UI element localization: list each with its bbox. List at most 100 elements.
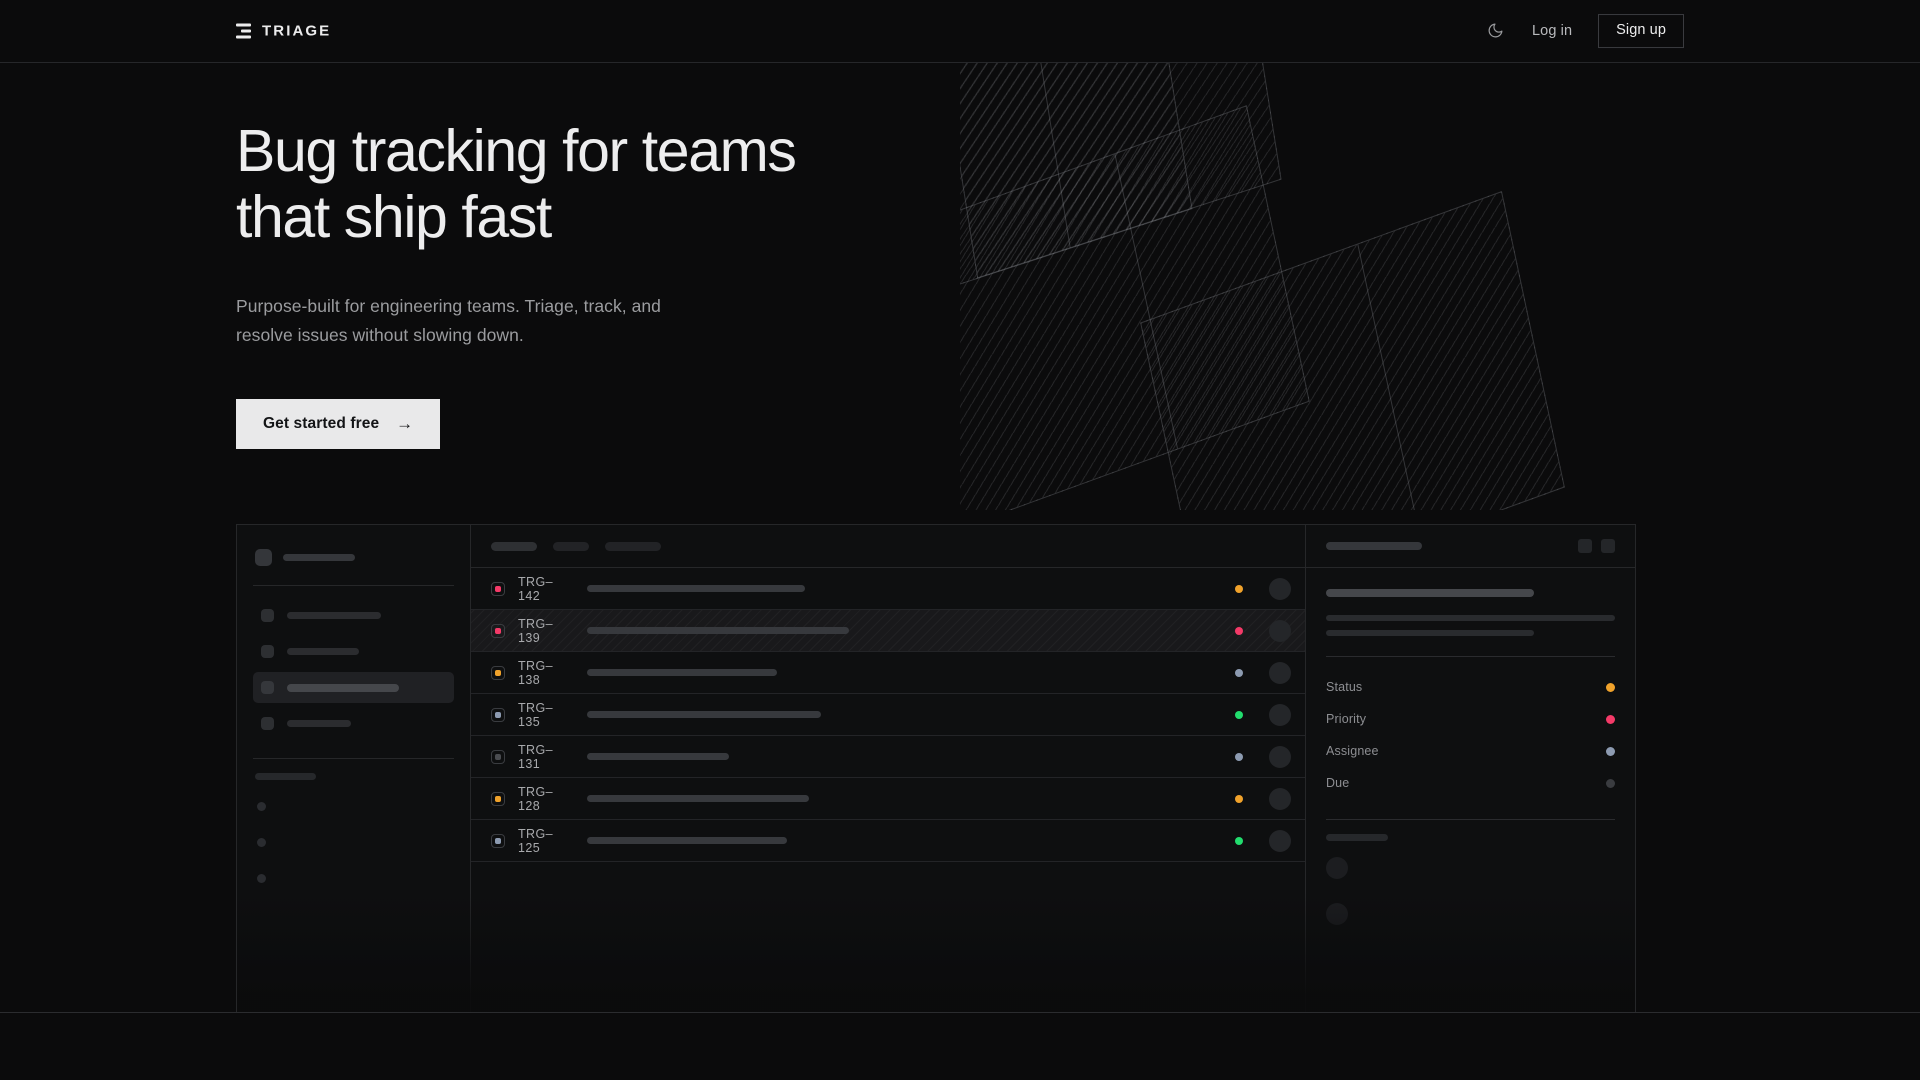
issue-id: TRG–138 bbox=[518, 659, 574, 687]
login-link[interactable]: Log in bbox=[1532, 23, 1572, 39]
status-dot bbox=[1235, 795, 1243, 803]
sidebar-item-icon bbox=[261, 609, 274, 622]
issue-row[interactable]: TRG–125 bbox=[471, 820, 1305, 862]
assignee-avatar[interactable] bbox=[1269, 578, 1291, 600]
detail-fields: StatusPriorityAssigneeDue bbox=[1326, 671, 1615, 799]
site-header: TRIAGE Log in Sign up bbox=[0, 0, 1920, 63]
mockup-detail-panel: StatusPriorityAssigneeDue bbox=[1305, 525, 1635, 1012]
activity-avatar bbox=[1326, 903, 1348, 925]
sidebar-mini-item[interactable] bbox=[257, 874, 266, 883]
issue-row[interactable]: TRG–138 bbox=[471, 652, 1305, 694]
workspace-switcher[interactable] bbox=[253, 545, 454, 566]
detail-action-button-1[interactable] bbox=[1578, 539, 1592, 553]
detail-activity-label bbox=[1326, 834, 1388, 841]
status-dot bbox=[1235, 711, 1243, 719]
sidebar-nav-item-4[interactable] bbox=[253, 708, 454, 739]
detail-field-assignee[interactable]: Assignee bbox=[1326, 735, 1615, 767]
assignee-avatar[interactable] bbox=[1269, 620, 1291, 642]
hero-headline: Bug tracking for teams that ship fast bbox=[236, 118, 1056, 250]
issue-list-toolbar bbox=[471, 525, 1305, 568]
issue-id: TRG–125 bbox=[518, 827, 574, 855]
toolbar-chip-3[interactable] bbox=[605, 542, 661, 551]
sidebar-item-icon bbox=[261, 717, 274, 730]
sidebar-divider-top bbox=[253, 585, 454, 586]
issue-id: TRG–128 bbox=[518, 785, 574, 813]
issue-row[interactable]: TRG–142 bbox=[471, 568, 1305, 610]
signup-button[interactable]: Sign up bbox=[1598, 14, 1684, 48]
status-dot bbox=[1235, 627, 1243, 635]
issue-row[interactable]: TRG–128 bbox=[471, 778, 1305, 820]
toolbar-chip-2[interactable] bbox=[553, 542, 589, 551]
detail-field-label: Assignee bbox=[1326, 744, 1379, 758]
status-dot bbox=[1235, 585, 1243, 593]
detail-divider-top bbox=[1326, 656, 1615, 657]
moon-icon[interactable] bbox=[1484, 20, 1506, 42]
detail-action-button-2[interactable] bbox=[1601, 539, 1615, 553]
status-dot bbox=[1235, 669, 1243, 677]
issue-title-placeholder bbox=[587, 753, 729, 760]
sidebar-nav-item-2[interactable] bbox=[253, 636, 454, 667]
priority-chip-icon[interactable] bbox=[491, 792, 505, 806]
detail-title-placeholder bbox=[1326, 542, 1422, 550]
detail-field-label: Priority bbox=[1326, 712, 1366, 726]
detail-field-value-dot bbox=[1606, 683, 1615, 692]
sidebar-item-label-placeholder bbox=[287, 684, 399, 692]
detail-activity-avatars bbox=[1326, 857, 1615, 925]
app-preview-mockup: TRG–142TRG–139TRG–138TRG–135TRG–131TRG–1… bbox=[236, 524, 1636, 1012]
header-actions: Log in Sign up bbox=[1484, 14, 1684, 48]
issue-title-placeholder bbox=[587, 669, 777, 676]
sidebar-nav-item-3[interactable] bbox=[253, 672, 454, 703]
decorative-panel-4 bbox=[1140, 191, 1565, 510]
detail-body-line bbox=[1326, 630, 1534, 636]
assignee-avatar[interactable] bbox=[1269, 788, 1291, 810]
detail-field-status[interactable]: Status bbox=[1326, 671, 1615, 703]
issue-rows: TRG–142TRG–139TRG–138TRG–135TRG–131TRG–1… bbox=[471, 568, 1305, 862]
issue-id: TRG–131 bbox=[518, 743, 574, 771]
priority-chip-icon[interactable] bbox=[491, 708, 505, 722]
issue-title-placeholder bbox=[587, 627, 849, 634]
priority-chip-icon[interactable] bbox=[491, 750, 505, 764]
sidebar-nav-item-1[interactable] bbox=[253, 600, 454, 631]
detail-field-label: Due bbox=[1326, 776, 1349, 790]
workspace-name-placeholder bbox=[283, 554, 355, 561]
assignee-avatar[interactable] bbox=[1269, 662, 1291, 684]
sidebar-nav bbox=[253, 600, 454, 739]
priority-chip-icon[interactable] bbox=[491, 666, 505, 680]
priority-chip-icon[interactable] bbox=[491, 582, 505, 596]
mockup-sidebar bbox=[237, 525, 471, 1012]
hero-decoration bbox=[960, 40, 1920, 510]
detail-field-priority[interactable]: Priority bbox=[1326, 703, 1615, 735]
issue-row[interactable]: TRG–131 bbox=[471, 736, 1305, 778]
brand-logo[interactable]: TRIAGE bbox=[236, 23, 331, 40]
issue-title-placeholder bbox=[587, 837, 787, 844]
detail-panel-header bbox=[1306, 525, 1635, 568]
issue-row[interactable]: TRG–139 bbox=[471, 610, 1305, 652]
sidebar-mini-item[interactable] bbox=[257, 802, 266, 811]
sidebar-mini-item[interactable] bbox=[257, 838, 266, 847]
assignee-avatar[interactable] bbox=[1269, 830, 1291, 852]
detail-field-value-dot bbox=[1606, 747, 1615, 756]
sidebar-mini-list bbox=[253, 802, 454, 883]
toolbar-chip-1[interactable] bbox=[491, 542, 537, 551]
detail-header-actions bbox=[1578, 539, 1615, 553]
issue-id: TRG–139 bbox=[518, 617, 574, 645]
assignee-avatar[interactable] bbox=[1269, 746, 1291, 768]
priority-chip-icon[interactable] bbox=[491, 834, 505, 848]
detail-issue-title-placeholder bbox=[1326, 589, 1534, 597]
issue-row[interactable]: TRG–135 bbox=[471, 694, 1305, 736]
sidebar-item-icon bbox=[261, 645, 274, 658]
detail-field-due[interactable]: Due bbox=[1326, 767, 1615, 799]
sidebar-item-icon bbox=[261, 681, 274, 694]
activity-avatar bbox=[1326, 857, 1348, 879]
sidebar-divider-bottom bbox=[253, 758, 454, 759]
get-started-button[interactable]: Get started free → bbox=[236, 399, 440, 449]
workspace-avatar bbox=[255, 549, 272, 566]
hero-section: Bug tracking for teams that ship fast Pu… bbox=[236, 118, 1056, 449]
assignee-avatar[interactable] bbox=[1269, 704, 1291, 726]
issue-title-placeholder bbox=[587, 795, 809, 802]
sidebar-section-label bbox=[255, 773, 316, 780]
priority-chip-icon[interactable] bbox=[491, 624, 505, 638]
issue-title-placeholder bbox=[587, 711, 821, 718]
issue-id: TRG–142 bbox=[518, 575, 574, 603]
hero-subheadline: Purpose-built for engineering teams. Tri… bbox=[236, 292, 1056, 349]
